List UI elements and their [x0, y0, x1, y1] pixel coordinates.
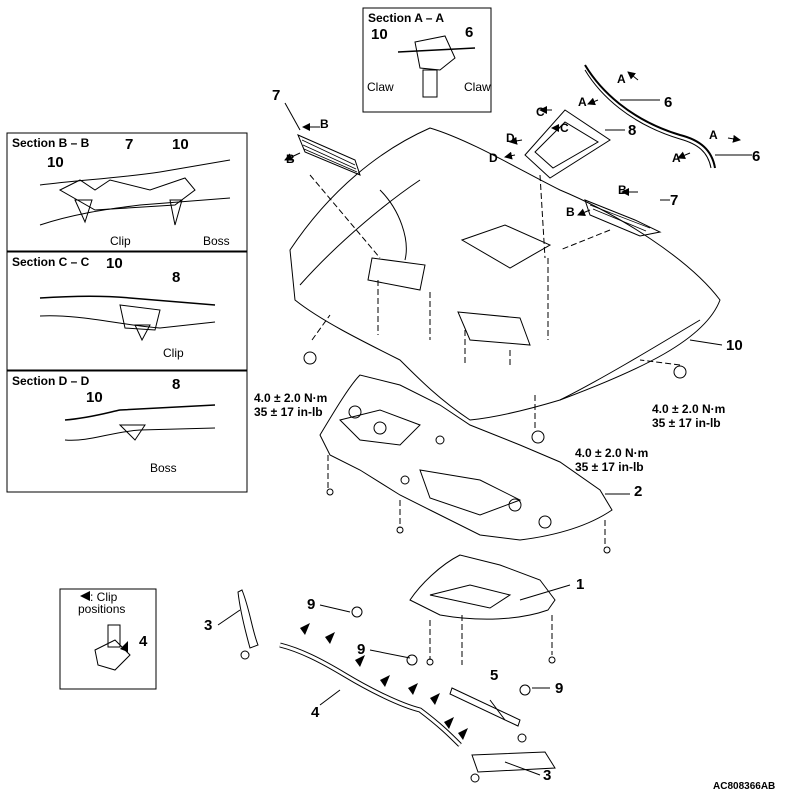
- section-letter-c2: C: [560, 121, 569, 135]
- vent-garnish-left: [297, 134, 361, 176]
- section-letter-b1: B: [320, 117, 329, 131]
- section-a-callout-6: 6: [465, 24, 474, 41]
- torque-center-line2: 35 ± 17 in-lb: [575, 460, 644, 474]
- torque-spec-right: 4.0 ± 2.0 N·m 35 ± 17 in-lb: [652, 402, 725, 430]
- callout-7-right: 7: [670, 192, 679, 209]
- callout-10: 10: [726, 337, 743, 354]
- callout-5: 5: [490, 667, 499, 684]
- weatherstrip: [584, 64, 716, 169]
- callout-2: 2: [634, 483, 643, 500]
- callout-1: 1: [576, 576, 585, 593]
- callout-6-lower: 6: [752, 148, 761, 165]
- vent-garnish-right: [584, 199, 662, 237]
- torque-left-line2: 35 ± 17 in-lb: [254, 405, 323, 419]
- section-b-callout-10a: 10: [47, 154, 64, 171]
- section-c-clip: Clip: [163, 346, 184, 360]
- section-b-title: Section B – B: [12, 136, 90, 150]
- splash-guard-upper: [237, 589, 259, 649]
- legend-clip-text: : Clip: [90, 590, 118, 604]
- section-b-callout-7: 7: [125, 136, 134, 153]
- section-c-callout-8: 8: [172, 269, 181, 286]
- callout-3-bottom: 3: [543, 767, 552, 784]
- section-letter-d1: D: [506, 131, 515, 145]
- section-a-callout-10: 10: [371, 26, 388, 43]
- torque-spec-center: 4.0 ± 2.0 N·m 35 ± 17 in-lb: [575, 446, 648, 474]
- torque-left-line1: 4.0 ± 2.0 N·m: [254, 391, 328, 405]
- callout-4: 4: [311, 704, 320, 721]
- section-letter-b2: B: [286, 152, 295, 166]
- section-d-boss: Boss: [150, 461, 177, 475]
- torque-center-line1: 4.0 ± 2.0 N·m: [575, 446, 649, 460]
- clip-position-arrows: [80, 591, 468, 740]
- section-c-title: Section C – C: [12, 255, 90, 269]
- callout-9-c: 9: [555, 680, 564, 697]
- section-a-claw-right: Claw: [464, 80, 491, 94]
- section-letter-a3: A: [709, 128, 718, 142]
- callout-6-upper: 6: [664, 94, 673, 111]
- section-letter-a1: A: [617, 72, 626, 86]
- hood-panel: [289, 127, 721, 421]
- section-b-clip: Clip: [110, 234, 131, 248]
- under-cover: [319, 374, 613, 541]
- section-a-claw-left: Claw: [367, 80, 394, 94]
- section-d-title: Section D – D: [12, 374, 90, 388]
- section-b-boss: Boss: [203, 234, 230, 248]
- section-letter-a4: A: [672, 151, 681, 165]
- figure-id: AC808366AB: [713, 781, 776, 792]
- callout-7-left: 7: [272, 87, 281, 104]
- torque-right-line1: 4.0 ± 2.0 N·m: [652, 402, 726, 416]
- section-letter-a2: A: [578, 95, 587, 109]
- splash-guard-lower: [471, 751, 556, 773]
- section-letter-b3: B: [618, 183, 627, 197]
- callout-9-a: 9: [307, 596, 316, 613]
- callout-9-b: 9: [357, 641, 366, 658]
- torque-right-line2: 35 ± 17 in-lb: [652, 416, 721, 430]
- torque-spec-left: 4.0 ± 2.0 N·m 35 ± 17 in-lb: [254, 391, 327, 419]
- section-d-callout-10: 10: [86, 389, 103, 406]
- seal-strip: [449, 687, 521, 727]
- section-letter-b4: B: [566, 205, 575, 219]
- callout-3-left: 3: [204, 617, 213, 634]
- legend-positions-text: positions: [78, 602, 126, 616]
- section-letter-c1: C: [536, 105, 545, 119]
- garnish-strip: [279, 642, 462, 747]
- section-b-callout-10b: 10: [172, 136, 189, 153]
- legend-callout-4: 4: [139, 633, 148, 650]
- section-c-callout-10: 10: [106, 255, 123, 272]
- front-cover: [409, 554, 556, 620]
- callout-8: 8: [628, 122, 637, 139]
- section-a-title: Section A – A: [368, 11, 445, 25]
- section-d-callout-8: 8: [172, 376, 181, 393]
- section-letter-d2: D: [489, 151, 498, 165]
